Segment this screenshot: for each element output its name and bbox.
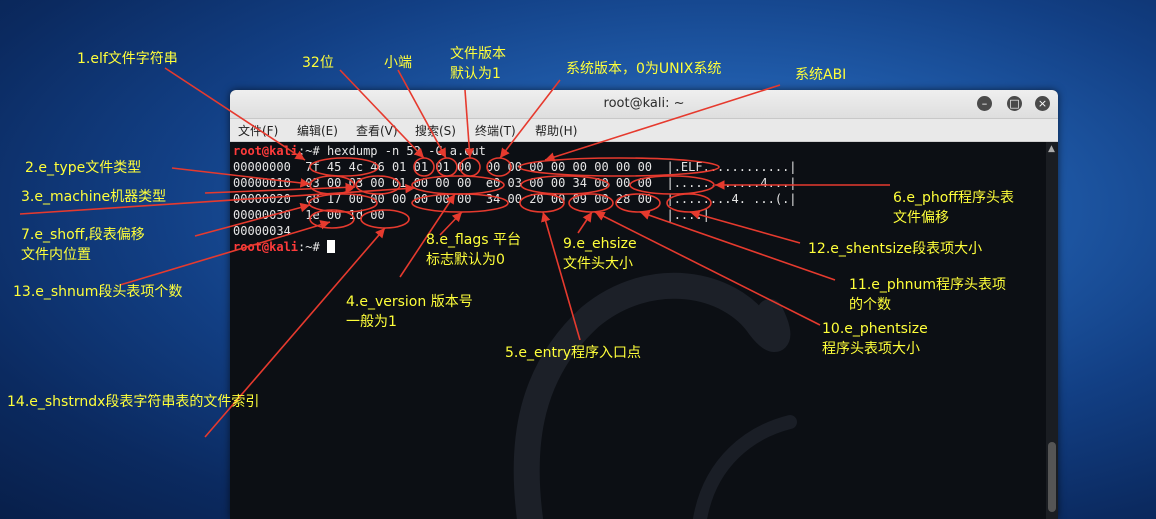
- menu-bar: 文件(F) 编辑(E) 查看(V) 搜索(S) 终端(T) 帮助(H): [230, 119, 1058, 142]
- hexdump-line-4: 00000034: [233, 224, 291, 238]
- annotation-14-e-shstrndx: 14.e_shstrndx段表字符串表的文件索引: [7, 394, 260, 410]
- maximize-button[interactable]: □: [1007, 96, 1022, 111]
- annotation-9-e-ehsize: 9.e_ehsize 文件头大小: [563, 236, 637, 272]
- annotation-3-e-machine: 3.e_machine机器类型: [21, 189, 167, 205]
- kali-dragon-watermark: [513, 272, 797, 519]
- annotation-32bit: 32位: [302, 55, 334, 71]
- scroll-thumb[interactable]: [1048, 442, 1056, 512]
- annotation-os-version: 系统版本，0为UNIX系统: [566, 61, 722, 77]
- annotation-little-endian: 小端: [384, 55, 412, 71]
- prompt-user: root@kali: [233, 144, 299, 158]
- prompt-line: root@kali:~#: [233, 239, 335, 255]
- annotation-abi: 系统ABI: [795, 67, 847, 83]
- annotation-4-e-version: 4.e_version 版本号 一般为1: [346, 294, 473, 330]
- close-button[interactable]: ×: [1035, 96, 1050, 111]
- scroll-up-arrow-icon[interactable]: ▲: [1048, 144, 1055, 154]
- window-title: root@kali: ~: [603, 96, 685, 111]
- annotation-1-elf-magic: 1.elf文件字符串: [77, 51, 178, 67]
- annotation-2-e-type: 2.e_type文件类型: [25, 160, 142, 176]
- annotation-5-e-entry: 5.e_entry程序入口点: [505, 345, 641, 361]
- annotation-6-e-phoff: 6.e_phoff程序头表 文件偏移: [893, 190, 1014, 226]
- annotation-13-e-shnum: 13.e_shnum段头表项个数: [13, 284, 183, 300]
- annotation-8-e-flags: 8.e_flags 平台 标志默认为0: [426, 232, 521, 268]
- menu-file[interactable]: 文件(F): [238, 124, 279, 138]
- menu-terminal[interactable]: 终端(T): [475, 124, 516, 138]
- terminal-scrollbar[interactable]: ▲: [1046, 142, 1058, 519]
- annotation-10-e-phentsize: 10.e_phentsize 程序头表项大小: [822, 321, 928, 357]
- minimize-button[interactable]: –: [977, 96, 992, 111]
- annotation-file-version: 文件版本 默认为1: [450, 46, 506, 82]
- terminal-window[interactable]: root@kali: ~ – □ × 文件(F) 编辑(E) 查看(V) 搜索(…: [230, 90, 1058, 519]
- menu-search[interactable]: 搜索(S): [415, 124, 456, 138]
- annotation-7-e-shoff: 7.e_shoff,段表偏移 文件内位置: [21, 227, 145, 263]
- annotation-12-e-shentsize: 12.e_shentsize段表项大小: [808, 241, 983, 257]
- terminal-output[interactable]: root@kali:~# hexdump -n 52 -C a.out 0000…: [230, 142, 1046, 519]
- prompt-path: :~#: [298, 240, 320, 254]
- menu-edit[interactable]: 编辑(E): [297, 124, 338, 138]
- menu-help[interactable]: 帮助(H): [535, 124, 578, 138]
- annotation-11-e-phnum: 11.e_phnum程序头表项 的个数: [849, 277, 1007, 313]
- title-bar[interactable]: root@kali: ~ – □ ×: [230, 90, 1058, 119]
- prompt-user: root@kali: [233, 240, 299, 254]
- menu-view[interactable]: 查看(V): [356, 124, 398, 138]
- text-cursor: [326, 240, 335, 253]
